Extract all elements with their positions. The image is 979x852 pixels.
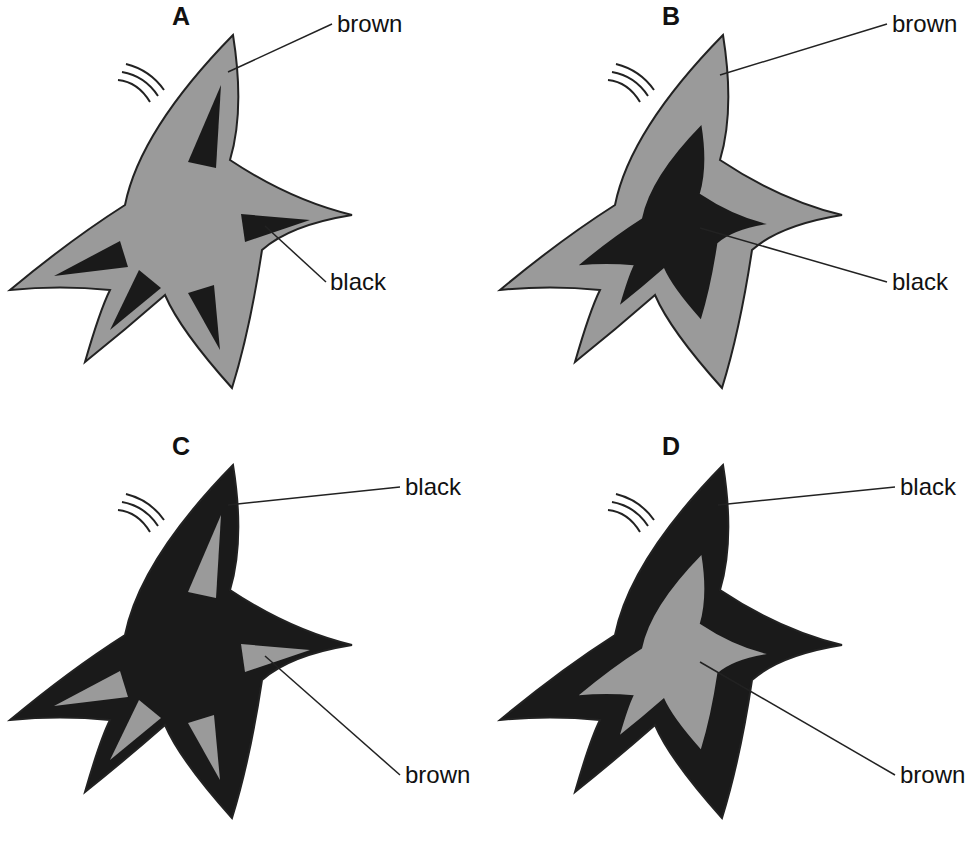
colour-label: brown (337, 12, 402, 36)
colour-label: black (900, 475, 956, 499)
panel-letter: C (172, 434, 190, 459)
leaf-c (10, 465, 352, 818)
panel-letter: B (662, 4, 680, 29)
panel-letter: A (172, 4, 190, 29)
leader-lines (228, 24, 895, 775)
leaf-a (10, 35, 352, 388)
colour-label: brown (405, 763, 470, 787)
colour-label: black (405, 475, 461, 499)
colour-label: black (892, 270, 948, 294)
leaf-d (500, 465, 842, 818)
leaf-b (500, 35, 842, 388)
colour-label: black (330, 270, 386, 294)
colour-label: brown (892, 12, 957, 36)
panel-letter: D (662, 434, 680, 459)
colour-label: brown (900, 763, 965, 787)
